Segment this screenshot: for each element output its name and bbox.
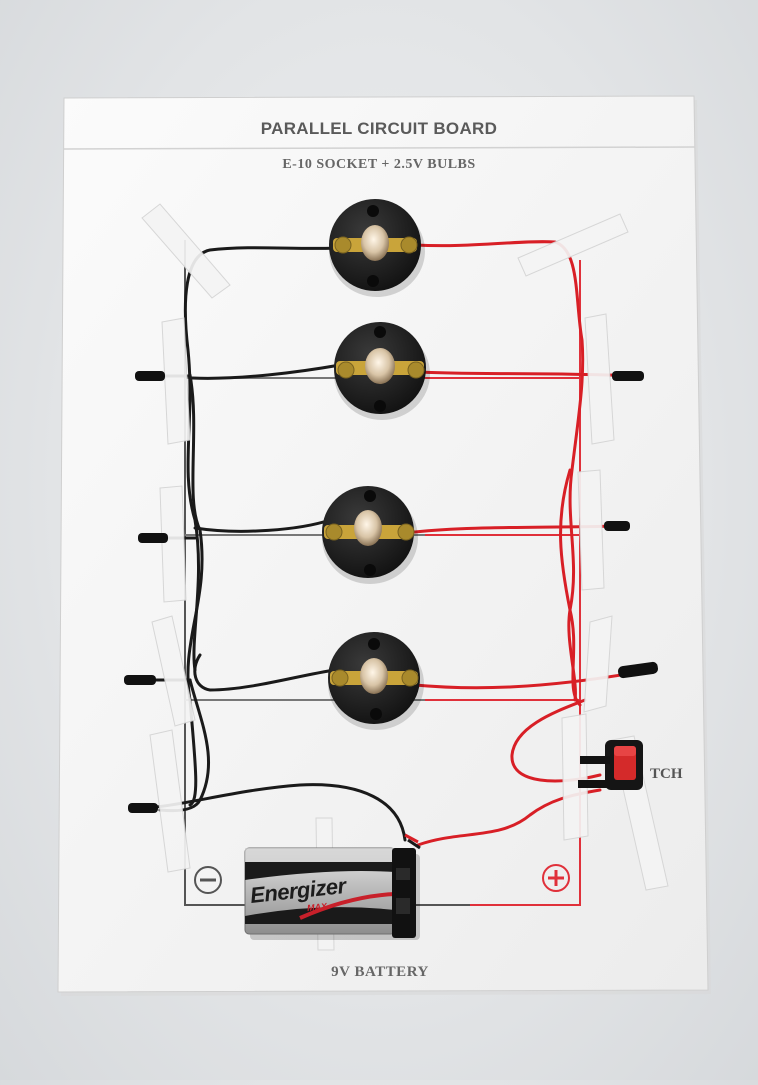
red-wires (413, 240, 652, 847)
bulb-1 (361, 225, 389, 261)
bulb-socket-3 (322, 486, 418, 584)
wire-end-sleeves (124, 371, 658, 813)
bulb-socket-2 (334, 322, 430, 420)
bulb-2 (365, 348, 395, 384)
negative-terminal-symbol (194, 866, 222, 894)
switch-label: TCH (650, 766, 683, 782)
battery-label: 9V BATTERY (331, 964, 429, 980)
bulb-4 (360, 658, 388, 694)
title-divider (63, 146, 696, 150)
rocker-switch (578, 740, 643, 790)
board-subtitle: E-10 SOCKET + 2.5V BULBS (282, 157, 476, 172)
bulb-3 (354, 510, 382, 546)
tape-strips (141, 203, 669, 951)
bulb-socket-1 (329, 199, 425, 297)
positive-terminal-symbol (542, 864, 570, 892)
nine-volt-battery (244, 833, 421, 940)
bulb-socket-4 (328, 632, 424, 730)
board-title: PARALLEL CIRCUIT BOARD (260, 119, 498, 138)
